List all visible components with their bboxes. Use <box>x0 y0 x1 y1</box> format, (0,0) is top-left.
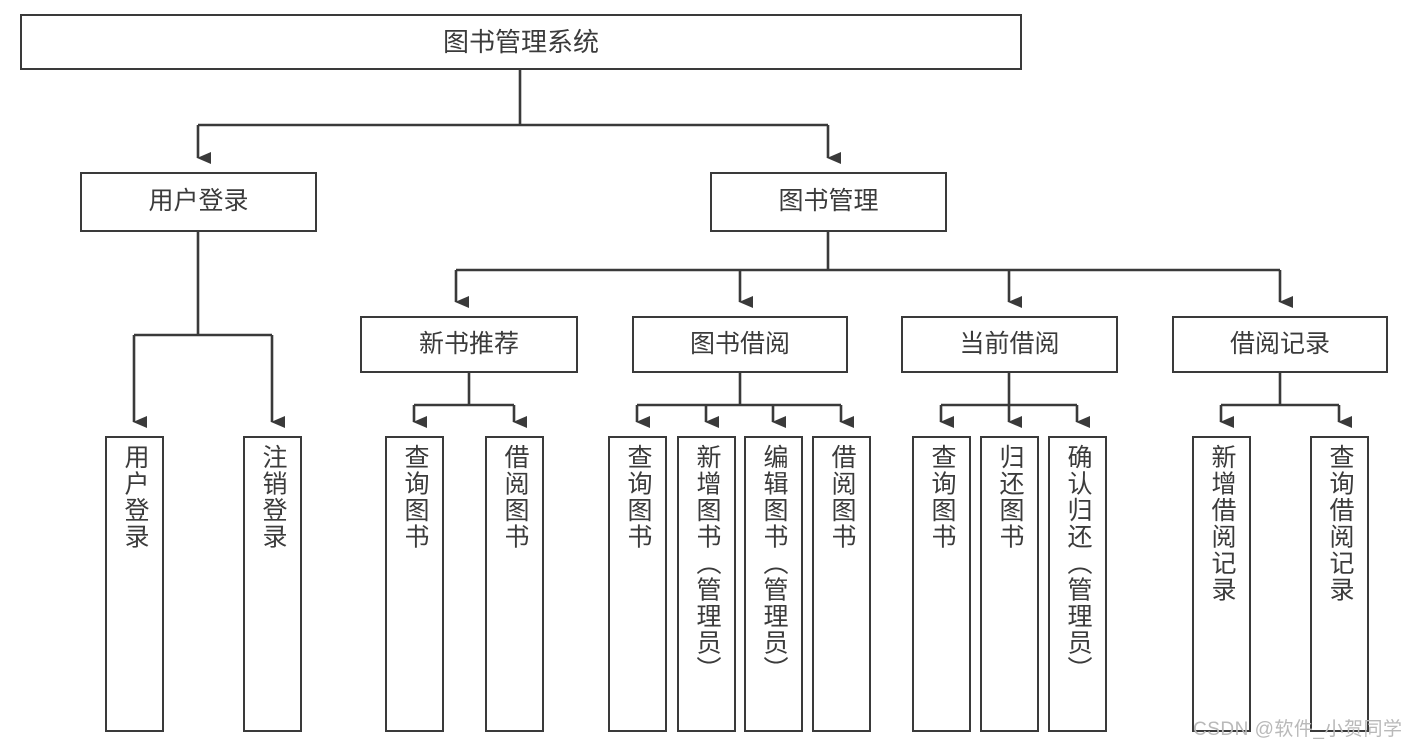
node-leaf-query-book-3-label: 查询图书 <box>928 444 956 550</box>
node-leaf-add-book[interactable]: 新增图书（管理员） <box>677 436 736 732</box>
node-borrow-record[interactable]: 借阅记录 <box>1172 316 1388 373</box>
watermark: CSDN @软件_小贺同学 <box>1193 719 1403 740</box>
node-leaf-edit-book-label: 编辑图书（管理员） <box>760 444 788 683</box>
node-book-manage[interactable]: 图书管理 <box>710 172 947 232</box>
node-leaf-logout-login-label: 注销登录 <box>259 444 287 550</box>
node-current-borrow[interactable]: 当前借阅 <box>901 316 1118 373</box>
node-borrow-record-label: 借阅记录 <box>1229 329 1330 358</box>
node-leaf-query-book-2[interactable]: 查询图书 <box>608 436 667 732</box>
node-book-borrow-label: 图书借阅 <box>689 329 790 358</box>
node-leaf-add-book-label: 新增图书（管理员） <box>693 444 721 683</box>
node-book-manage-label: 图书管理 <box>778 187 879 216</box>
node-leaf-query-record-label: 查询借阅记录 <box>1326 444 1354 603</box>
node-book-borrow[interactable]: 图书借阅 <box>632 316 848 373</box>
node-leaf-query-record[interactable]: 查询借阅记录 <box>1310 436 1369 732</box>
node-leaf-return-book-label: 归还图书 <box>996 444 1024 550</box>
node-leaf-borrow-book-2[interactable]: 借阅图书 <box>812 436 871 732</box>
node-leaf-query-book-1[interactable]: 查询图书 <box>385 436 444 732</box>
node-leaf-confirm-return[interactable]: 确认归还（管理员） <box>1048 436 1107 732</box>
node-leaf-user-login-label: 用户登录 <box>121 444 149 550</box>
node-leaf-confirm-return-label: 确认归还（管理员） <box>1064 444 1092 683</box>
node-leaf-borrow-book-2-label: 借阅图书 <box>828 444 856 550</box>
node-new-book-recommend-label: 新书推荐 <box>418 329 519 358</box>
node-new-book-recommend[interactable]: 新书推荐 <box>360 316 578 373</box>
node-leaf-query-book-1-label: 查询图书 <box>401 444 429 550</box>
node-user-login-label: 用户登录 <box>148 187 249 216</box>
node-current-borrow-label: 当前借阅 <box>959 329 1060 358</box>
node-leaf-query-book-3[interactable]: 查询图书 <box>912 436 971 732</box>
node-leaf-borrow-book-1-label: 借阅图书 <box>501 444 529 550</box>
node-leaf-add-record[interactable]: 新增借阅记录 <box>1192 436 1251 732</box>
node-leaf-borrow-book-1[interactable]: 借阅图书 <box>485 436 544 732</box>
node-leaf-edit-book[interactable]: 编辑图书（管理员） <box>744 436 803 732</box>
node-leaf-user-login[interactable]: 用户登录 <box>105 436 164 732</box>
node-leaf-logout-login[interactable]: 注销登录 <box>243 436 302 732</box>
node-root[interactable]: 图书管理系统 <box>20 14 1022 70</box>
node-leaf-add-record-label: 新增借阅记录 <box>1208 444 1236 603</box>
node-leaf-query-book-2-label: 查询图书 <box>624 444 652 550</box>
node-leaf-return-book[interactable]: 归还图书 <box>980 436 1039 732</box>
node-root-label: 图书管理系统 <box>442 26 599 57</box>
node-user-login[interactable]: 用户登录 <box>80 172 317 232</box>
